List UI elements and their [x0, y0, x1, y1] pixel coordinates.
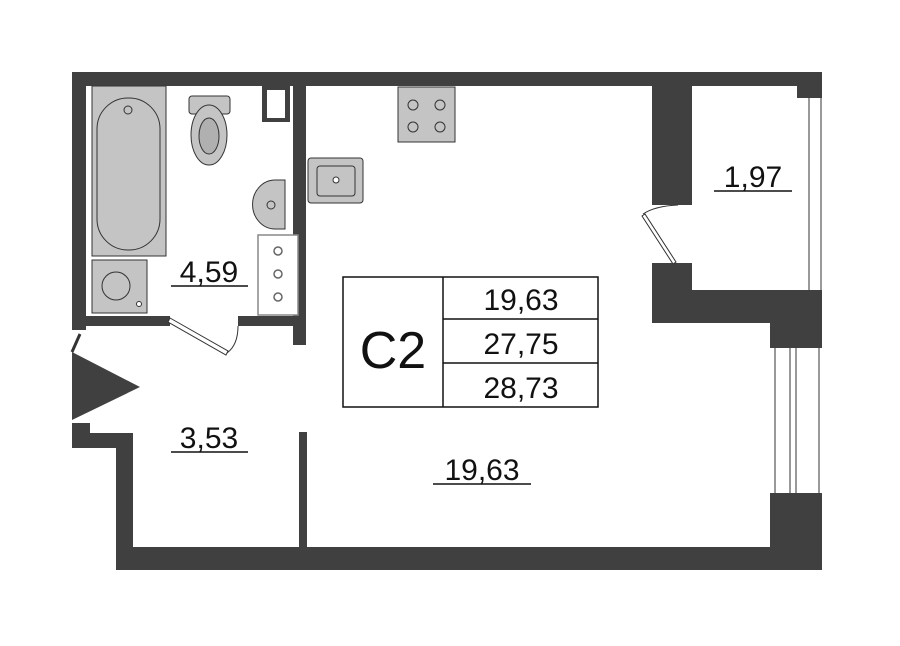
entrance-door-arrow-icon — [72, 352, 140, 420]
washing-machine-icon — [91, 259, 148, 314]
stove-icon — [397, 86, 456, 143]
apartment-type-label: C2 — [360, 322, 426, 380]
bathroom-area: 4,59 — [180, 256, 238, 289]
living-area-label: 19,63 — [483, 284, 558, 317]
doors — [167, 204, 679, 356]
water-heater-icon — [257, 234, 299, 316]
apartment-info-box — [342, 276, 599, 408]
kitchen-sink-icon — [307, 157, 364, 204]
walls — [72, 72, 822, 570]
washbasin-icon — [252, 179, 286, 230]
hallway-area: 3,53 — [180, 422, 238, 455]
living-room-area: 19,63 — [444, 454, 519, 487]
balcony-area: 1,97 — [724, 161, 782, 194]
total-area-label: 27,75 — [483, 328, 558, 361]
room-area-labels: 4,59 1,97 3,53 19,63 — [171, 161, 792, 487]
total-area-with-balcony-label: 28,73 — [483, 372, 558, 405]
bathtub-icon — [91, 85, 167, 257]
toilet-icon — [188, 95, 231, 166]
vent-shaft — [267, 90, 285, 118]
windows — [774, 98, 822, 493]
